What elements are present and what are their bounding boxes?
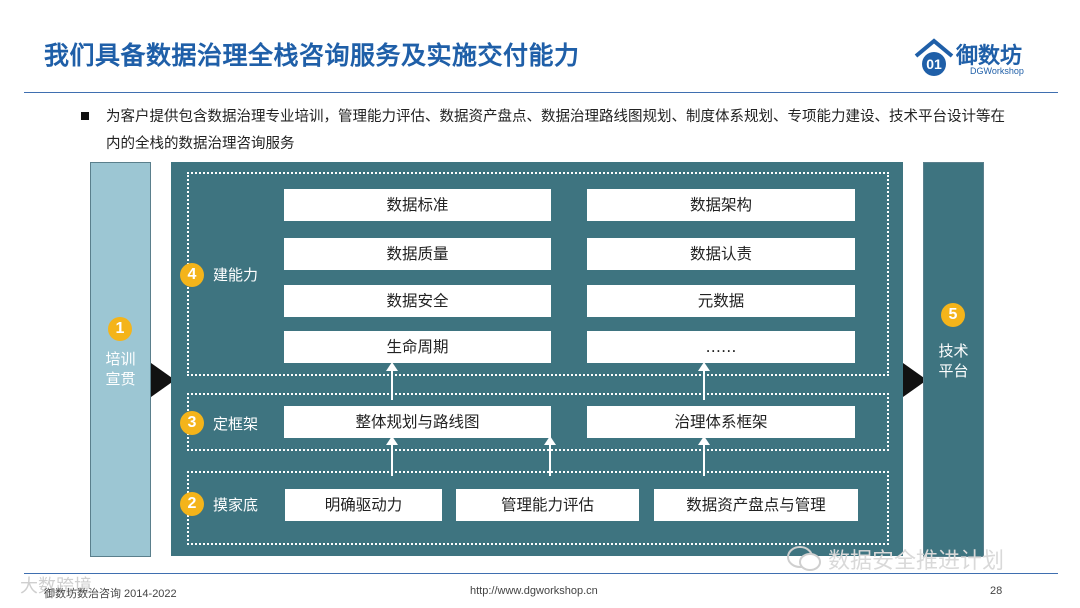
item-governance-framework: 治理体系框架 (587, 406, 855, 438)
arrow-up-icon (698, 436, 710, 476)
watermark-left: 大数跨境 (20, 576, 92, 597)
svg-text:01: 01 (926, 56, 942, 72)
tech-platform-panel: 5 技术 平台 (923, 162, 984, 557)
item-data-quality: 数据质量 (284, 238, 551, 270)
page-title: 我们具备数据治理全栈咨询服务及实施交付能力 (44, 41, 580, 70)
item-metadata: 元数据 (587, 285, 855, 317)
item-lifecycle: 生命周期 (284, 331, 551, 363)
group-build-label: 建能力 (213, 266, 259, 284)
item-asset-inventory: 数据资产盘点与管理 (654, 489, 858, 521)
arrow-up-icon (698, 362, 710, 400)
item-data-security: 数据安全 (284, 285, 551, 317)
title-divider (24, 92, 1058, 93)
arrow-up-icon (386, 362, 398, 400)
training-label-line1: 培训 (105, 350, 136, 368)
watermark-right: 数据安全推进计划 (828, 549, 1005, 574)
platform-label-line1: 技术 (938, 342, 969, 360)
item-capability-assessment: 管理能力评估 (456, 489, 639, 521)
group-base-label: 摸家底 (213, 496, 259, 514)
group-frame-label: 定框架 (213, 415, 259, 433)
wechat-icon (787, 546, 821, 571)
step-5-badge: 5 (941, 303, 965, 327)
training-label-line2: 宣贯 (105, 370, 136, 388)
step-4-badge: 4 (180, 263, 204, 287)
step-1-badge: 1 (108, 317, 132, 341)
item-clarify-drivers: 明确驱动力 (285, 489, 442, 521)
footer-divider (24, 573, 1058, 574)
item-overall-roadmap: 整体规划与路线图 (284, 406, 551, 438)
step-3-badge: 3 (180, 411, 204, 435)
bullet-square-icon (81, 112, 89, 120)
logo-name: 御数坊 (956, 44, 1023, 69)
footer-copyright: 御数坊数治咨询 2014-2022 (44, 588, 177, 600)
item-data-standard: 数据标准 (284, 189, 551, 221)
description-text: 为客户提供包含数据治理专业培训，管理能力评估、数据资产盘点、数据治理路线图规划、… (106, 109, 1005, 152)
item-more: …… (587, 331, 855, 363)
step-2-badge: 2 (180, 492, 204, 516)
logo-house-icon: 01 (914, 38, 954, 76)
training-panel: 1 培训 宣贯 (90, 162, 151, 557)
company-logo: 01 御数坊 DGWorkshop (912, 36, 1052, 80)
logo-subtitle: DGWorkshop (970, 66, 1024, 76)
item-data-architecture: 数据架构 (587, 189, 855, 221)
arrow-up-icon (386, 436, 398, 476)
arrow-up-icon (544, 436, 556, 476)
item-data-ownership: 数据认责 (587, 238, 855, 270)
page-number: 28 (990, 585, 1003, 597)
footer-url[interactable]: http://www.dgworkshop.cn (470, 585, 598, 597)
platform-label-line2: 平台 (938, 362, 969, 380)
service-framework-panel: 4 建能力 数据标准 数据架构 数据质量 数据认责 数据安全 元数据 生命周期 … (171, 162, 903, 556)
